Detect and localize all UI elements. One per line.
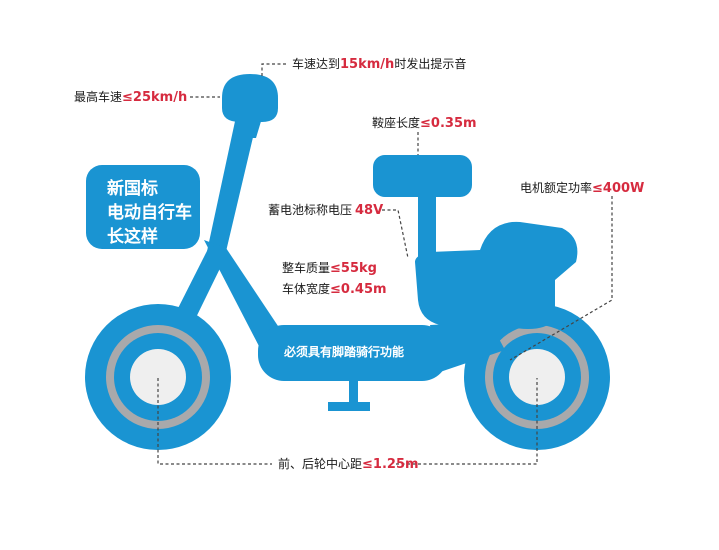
front-wheel bbox=[85, 304, 231, 450]
motor-power-value: ≤400W bbox=[592, 181, 644, 196]
wheelbase-value: ≤1.25m bbox=[362, 457, 419, 472]
speed-alert-label: 车速达到 bbox=[292, 56, 340, 71]
body-width-label: 车体宽度 bbox=[282, 281, 330, 296]
battery-body bbox=[415, 221, 578, 329]
speed-alert-value: 15km/h bbox=[340, 57, 394, 72]
badge-line-1: 新国标 bbox=[107, 178, 158, 199]
seat-length-value: ≤0.35m bbox=[420, 116, 477, 131]
wheelbase-label: 前、后轮中心距 bbox=[278, 456, 362, 471]
frame-connector bbox=[430, 322, 505, 372]
down-tube bbox=[204, 240, 290, 352]
max-speed-label: 最高车速 bbox=[74, 89, 122, 104]
handlebar-neck bbox=[234, 118, 262, 138]
seat-post bbox=[418, 185, 436, 265]
body-width-value: ≤0.45m bbox=[330, 282, 387, 297]
wheelbase-spec: 前、后轮中心距≤1.25m bbox=[278, 456, 419, 472]
badge-line-2: 电动自行车 bbox=[107, 202, 192, 223]
vehicle-mass-spec: 整车质量≤55kg bbox=[282, 260, 377, 276]
vehicle-mass-value: ≤55kg bbox=[330, 261, 377, 276]
seat-length-spec: 鞍座长度≤0.35m bbox=[372, 115, 477, 131]
main-frame bbox=[258, 325, 448, 381]
motor-power-label: 电机额定功率 bbox=[520, 180, 592, 195]
speed-alert-suffix: 时发出提示音 bbox=[394, 56, 466, 71]
title-badge: 新国标 电动自行车 长这样 bbox=[86, 165, 200, 249]
body-width-spec: 车体宽度≤0.45m bbox=[282, 281, 387, 297]
leader-lines bbox=[157, 63, 613, 465]
motor-power-spec: 电机额定功率≤400W bbox=[520, 180, 644, 196]
vehicle-mass-label: 整车质量 bbox=[282, 260, 330, 275]
pedal-post bbox=[349, 368, 358, 408]
seat bbox=[373, 155, 472, 197]
bike-illustration: 必须具有脚踏骑行功能 bbox=[85, 74, 610, 450]
badge-line-3: 长这样 bbox=[107, 226, 158, 247]
seat-length-label: 鞍座长度 bbox=[372, 115, 420, 130]
max-speed-spec: 最高车速≤25km/h bbox=[74, 89, 187, 105]
speed-alert-spec: 车速达到15km/h时发出提示音 bbox=[292, 56, 466, 72]
frame-label: 必须具有脚踏骑行功能 bbox=[283, 344, 404, 359]
pedal bbox=[328, 402, 370, 411]
battery-voltage-value: 48V bbox=[355, 203, 383, 218]
battery-voltage-label: 蓄电池标称电压 bbox=[268, 203, 352, 217]
max-speed-value: ≤25km/h bbox=[122, 90, 187, 105]
steering-column bbox=[206, 112, 258, 260]
handlebar-head bbox=[222, 74, 278, 122]
rear-wheel bbox=[464, 304, 610, 450]
